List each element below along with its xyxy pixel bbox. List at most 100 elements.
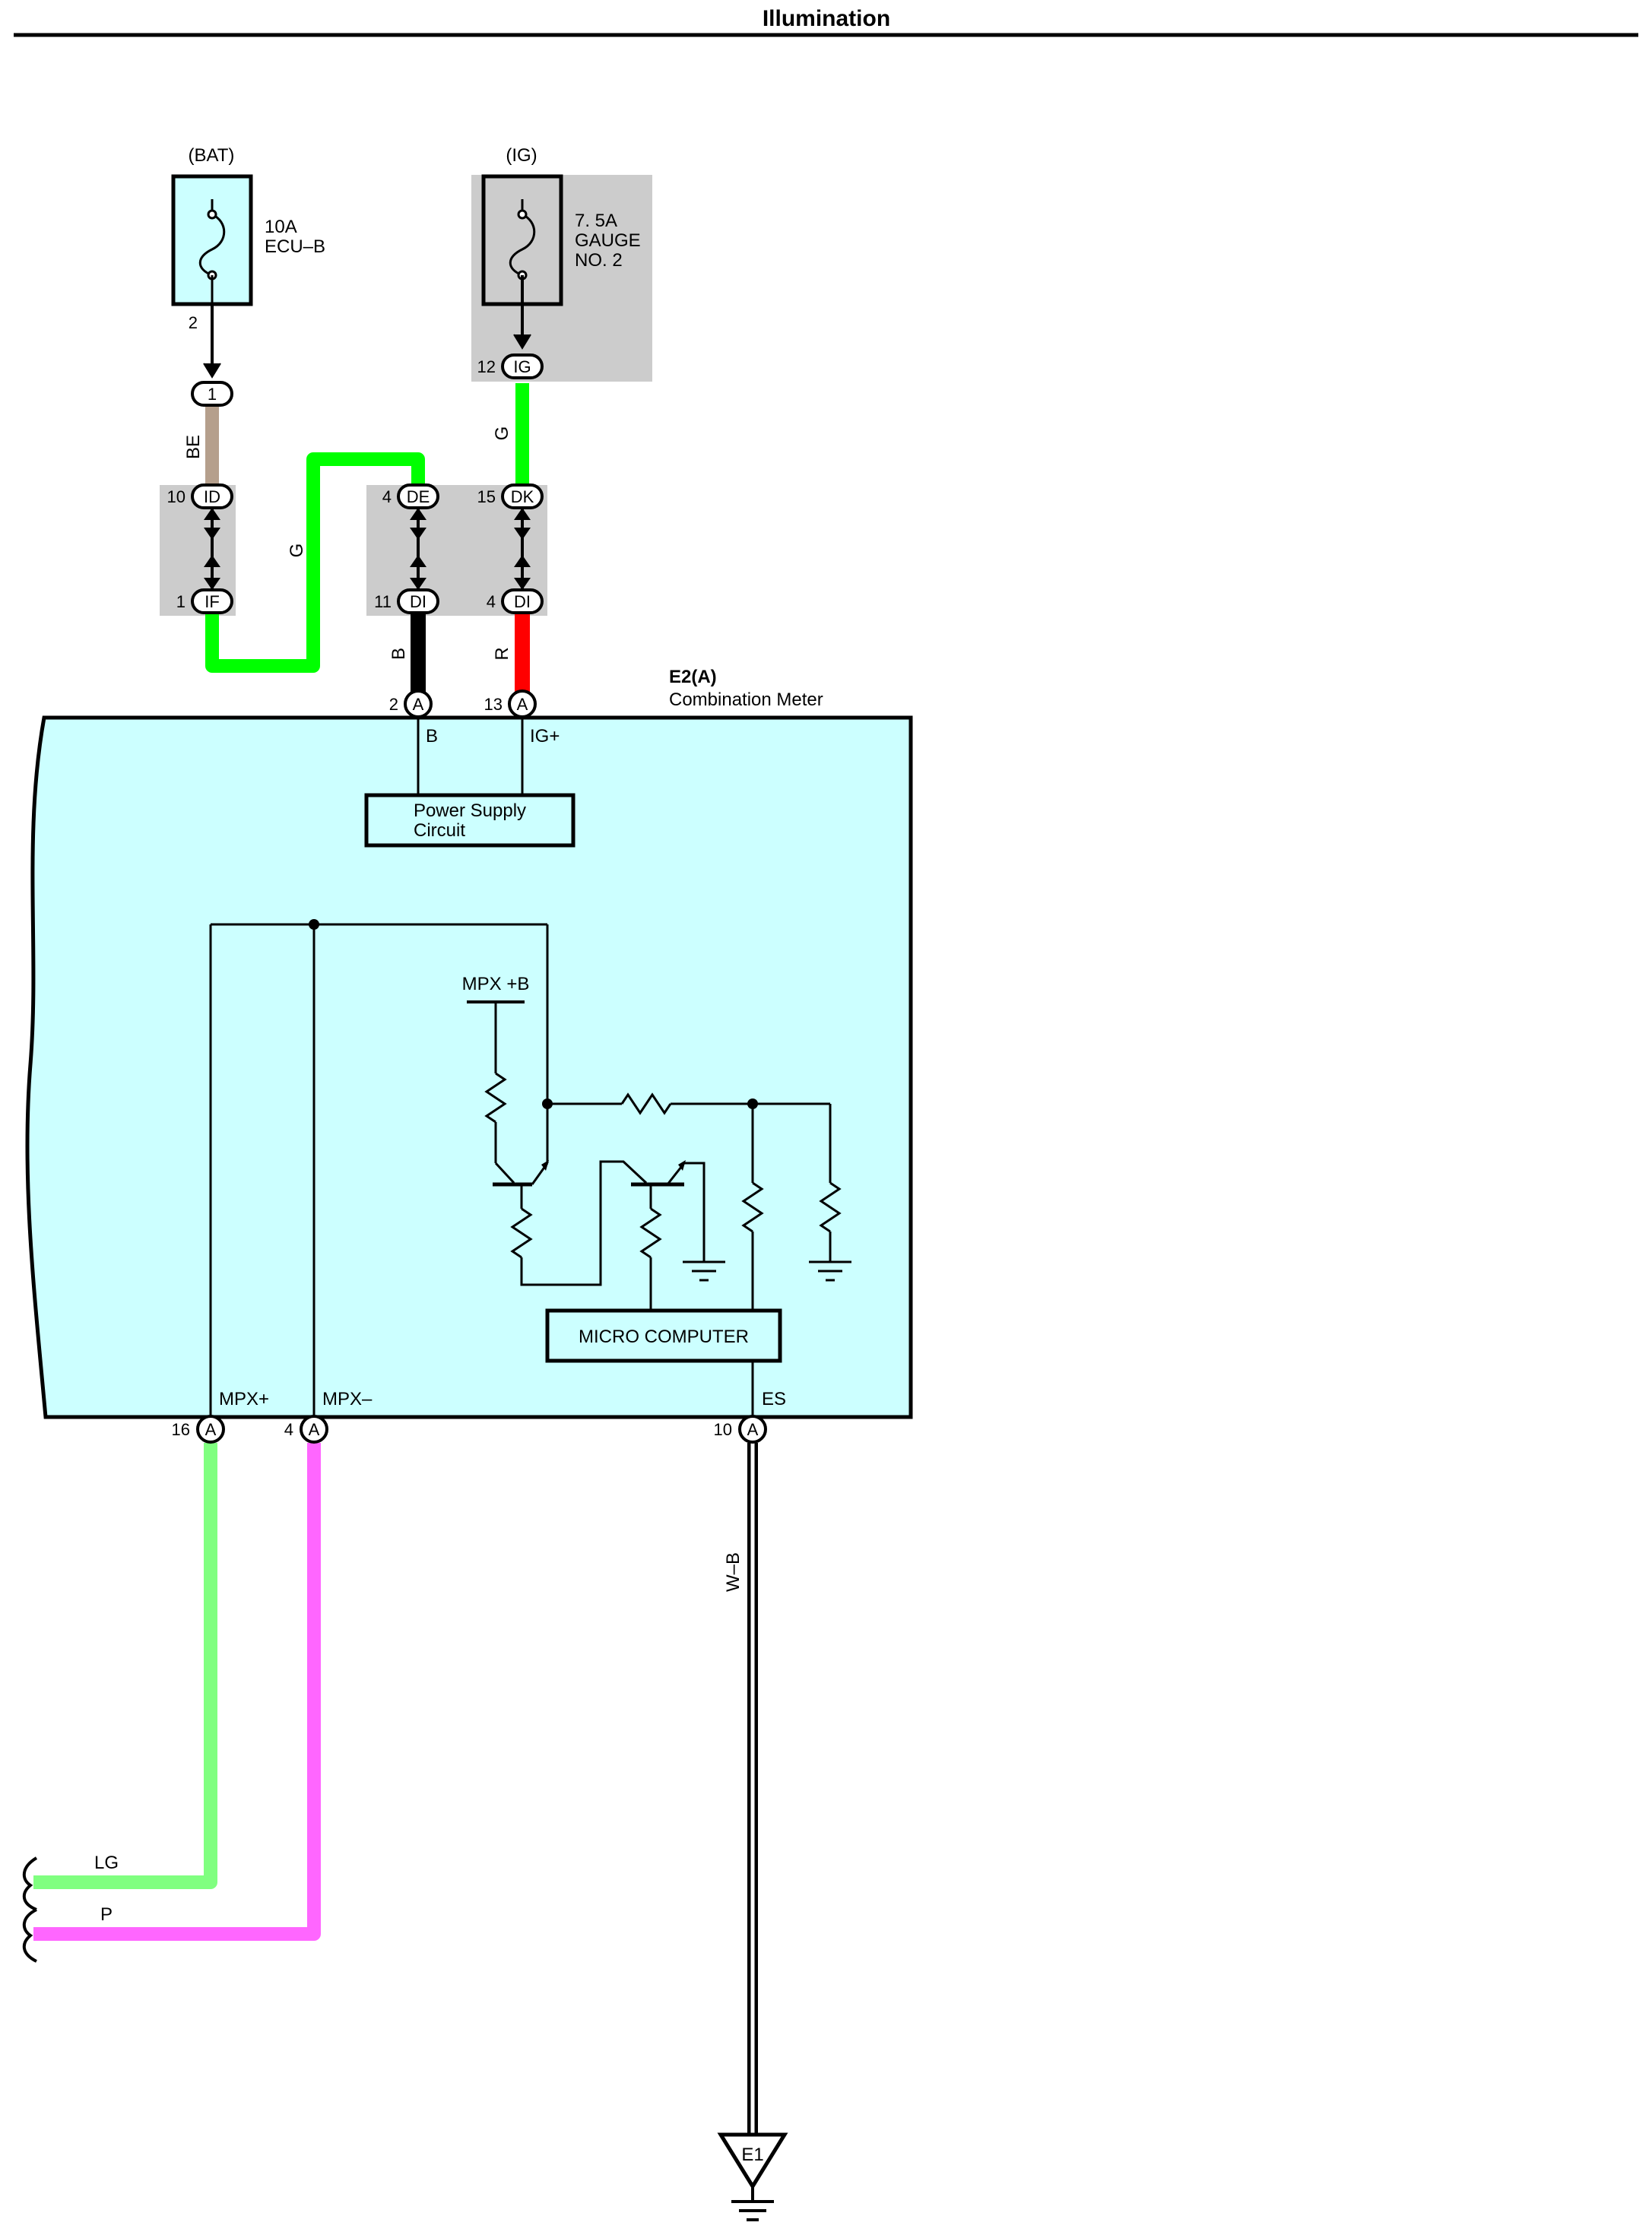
gauge-arrow-icon: [513, 334, 531, 350]
mpx-plus-terminal-name: MPX+: [219, 1389, 269, 1409]
wire-break-icon-1: [22, 1856, 38, 1911]
svg-text:4: 4: [284, 1420, 293, 1439]
svg-text:10: 10: [714, 1420, 732, 1439]
svg-text:A: A: [517, 695, 528, 714]
resistor-r4: [620, 1092, 672, 1115]
mpx-b-label: MPX +B: [462, 974, 530, 994]
svg-text:ID: ID: [204, 487, 220, 506]
wire-g-left-label: G: [287, 544, 307, 558]
if-arrows-icon: [204, 555, 220, 590]
wire-wb-label: W–B: [723, 1552, 744, 1592]
mpx-minus-terminal-name: MPX–: [322, 1389, 373, 1409]
q1-collector: [494, 1162, 515, 1184]
svg-text:1: 1: [208, 385, 217, 404]
svg-text:DI: DI: [410, 592, 426, 611]
page-title: Illumination: [763, 6, 890, 31]
micro-computer-box: [545, 1308, 782, 1363]
svg-text:1: 1: [176, 592, 185, 611]
meter-terminal-ig: A 13: [484, 690, 537, 718]
svg-text:4: 4: [382, 487, 392, 506]
connector-if: IF 1: [176, 588, 233, 614]
connector-ig: IG 12: [477, 353, 544, 379]
connector-di-b: DI 11: [374, 588, 439, 614]
resistor-r1: [484, 1072, 507, 1124]
meter-b-terminal-name: B: [426, 726, 438, 747]
ground-e1-triangle-icon: [717, 2132, 788, 2190]
ecu-b-fuse-name: ECU–B: [265, 236, 325, 257]
wire-p-label: P: [100, 1904, 113, 1925]
svg-text:A: A: [309, 1420, 320, 1439]
svg-text:DI: DI: [514, 592, 531, 611]
combination-meter-body: [25, 715, 913, 1419]
power-supply-label-1: Power Supply: [414, 800, 526, 821]
q2-emitter-lead: [684, 1162, 706, 1262]
svg-text:10: 10: [167, 487, 185, 506]
terminal-mpx-minus: A 4: [284, 1415, 328, 1444]
meter-code: E2(A): [669, 667, 717, 687]
svg-text:IF: IF: [205, 592, 220, 611]
wire-p: [33, 1443, 321, 1941]
wire-b-label: B: [388, 648, 409, 660]
de-arrows-icon: [410, 508, 426, 540]
resistor-r6: [819, 1181, 842, 1233]
connector-dk: DK 15: [477, 483, 544, 509]
terminal-mpx-plus: A 16: [172, 1415, 225, 1444]
dk-arrows-icon: [514, 508, 531, 540]
resistor-r3: [639, 1207, 662, 1259]
svg-text:DE: DE: [407, 487, 430, 506]
wire-lg: [33, 1443, 217, 1889]
svg-text:2: 2: [389, 695, 398, 714]
di-r-arrows-icon: [514, 555, 531, 590]
meter-name: Combination Meter: [669, 690, 823, 710]
gauge-fuse-element: [509, 213, 536, 277]
svg-text:15: 15: [477, 487, 496, 506]
di-b-arrows-icon: [410, 555, 426, 590]
micro-computer-label: MICRO COMPUTER: [579, 1327, 749, 1347]
es-terminal-name: ES: [762, 1389, 786, 1409]
wire-be-label: BE: [183, 435, 204, 459]
wire-break-icon-2: [22, 1908, 37, 1963]
ecu-b-arrow-icon: [203, 363, 221, 379]
gauge-fuse-terminal-top: [517, 209, 528, 220]
gauge-fuse-name-1: GAUGE: [575, 230, 641, 251]
svg-text:4: 4: [487, 592, 496, 611]
connector-di-r: DI 4: [487, 588, 544, 614]
terminal-es: A 10: [714, 1415, 767, 1444]
connector-id: ID 10: [167, 483, 233, 509]
meter-terminal-b: A 2: [389, 690, 433, 718]
id-arrows-icon: [204, 508, 220, 540]
ground-e1-label: E1: [741, 2145, 763, 2165]
ecu-b-fuse-pin: 2: [189, 313, 198, 332]
svg-text:A: A: [205, 1420, 217, 1439]
gauge-fuse-rating: 7. 5A: [575, 211, 617, 231]
resistor-r2: [510, 1207, 533, 1259]
power-supply-label-2: Circuit: [414, 820, 465, 841]
power-supply-circuit: [364, 793, 576, 848]
q2-emitter-arrow-icon: [678, 1160, 686, 1171]
svg-text:A: A: [413, 695, 424, 714]
ecu-b-fuse-element: [198, 213, 226, 277]
wire-g-left: [205, 452, 425, 673]
svg-text:IG: IG: [513, 357, 531, 376]
svg-text:16: 16: [172, 1420, 190, 1439]
meter-ig-terminal-name: IG+: [530, 726, 560, 747]
r2-to-q2-wire: [520, 1160, 648, 1286]
wire-r-label: R: [492, 647, 512, 660]
connector-1: 1: [191, 381, 233, 407]
svg-text:DK: DK: [511, 487, 534, 506]
svg-text:11: 11: [374, 592, 392, 611]
resistor-r5: [741, 1181, 764, 1233]
bat-source-label: (BAT): [189, 145, 235, 166]
ecu-b-fuse-rating: 10A: [265, 217, 297, 237]
gauge-fuse-name-2: NO. 2: [575, 250, 623, 271]
ig-source-label: (IG): [506, 145, 537, 166]
wire-g-ig-label: G: [492, 426, 512, 441]
wire-lg-label: LG: [94, 1853, 119, 1873]
ecu-b-fuse-terminal-top: [207, 209, 217, 220]
bus-junction: [309, 919, 319, 930]
svg-text:A: A: [747, 1420, 759, 1439]
connector-de: DE 4: [382, 483, 439, 509]
svg-text:12: 12: [477, 357, 496, 376]
svg-text:13: 13: [484, 695, 503, 714]
